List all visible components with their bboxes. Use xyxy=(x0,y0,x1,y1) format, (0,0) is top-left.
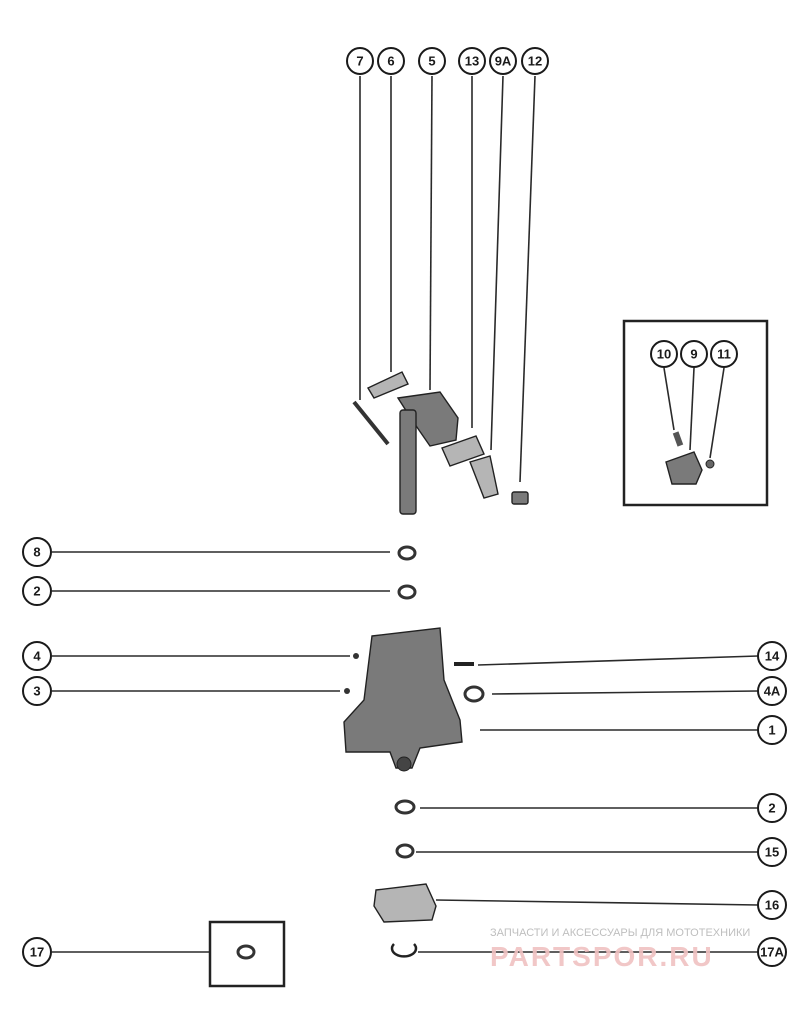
bushing-4a-part xyxy=(463,685,485,703)
snap-ring-17a-part xyxy=(390,943,418,958)
upper-washers xyxy=(52,545,417,600)
callout-14: 14 xyxy=(757,641,787,671)
callout-5: 5 xyxy=(418,47,446,75)
inset-block-part xyxy=(665,451,703,485)
svg-text:13: 13 xyxy=(465,54,479,69)
svg-text:10: 10 xyxy=(657,347,671,362)
svg-text:5: 5 xyxy=(428,54,435,69)
svg-text:3: 3 xyxy=(33,684,40,699)
screw-3-part xyxy=(344,688,350,694)
bracket-plate-part xyxy=(441,435,485,467)
screw-4-part xyxy=(353,653,359,659)
svg-text:4A: 4A xyxy=(764,684,781,699)
pin-14-part xyxy=(454,662,474,666)
top-leader-lines xyxy=(359,75,536,483)
callout-17: 17 xyxy=(22,937,52,967)
callout-16: 16 xyxy=(757,890,787,920)
inset-nut-part xyxy=(705,459,715,469)
callout-6: 6 xyxy=(377,47,405,75)
svg-text:16: 16 xyxy=(765,898,779,913)
svg-text:15: 15 xyxy=(765,845,779,860)
callout-15: 15 xyxy=(757,837,787,867)
svg-text:7: 7 xyxy=(356,54,363,69)
bracket-9a-part xyxy=(469,455,499,499)
washer-2-lower-part xyxy=(394,799,416,815)
callout-4a: 4A xyxy=(757,676,787,706)
shaft-part xyxy=(399,409,417,515)
inset-box xyxy=(622,319,769,507)
svg-text:14: 14 xyxy=(765,649,780,664)
swivel-housing-part xyxy=(343,627,463,769)
seal-17-part xyxy=(236,944,256,960)
callout-11: 11 xyxy=(710,340,738,368)
svg-text:1: 1 xyxy=(768,723,775,738)
callout-17a: 17A xyxy=(757,937,787,967)
clamp-16-part xyxy=(373,883,437,923)
svg-text:ЗАПЧАСТИ И АКСЕССУАРЫ ДЛЯ МОТО: ЗАПЧАСТИ И АКСЕССУАРЫ ДЛЯ МОТОТЕХНИКИ xyxy=(490,927,750,939)
swivel-housing-group xyxy=(52,627,759,772)
svg-text:2: 2 xyxy=(33,584,40,599)
svg-text:11: 11 xyxy=(717,347,731,362)
watermark: ЗАПЧАСТИ И АКСЕССУАРЫ ДЛЯ МОТОТЕХНИКИ PA… xyxy=(490,927,750,972)
tiller-shaft-assembly xyxy=(352,371,529,515)
callout-9: 9 xyxy=(680,340,708,368)
svg-text:4: 4 xyxy=(33,649,41,664)
inset-pin-part xyxy=(672,431,684,447)
callout-12: 12 xyxy=(521,47,549,75)
bottom-inset-box xyxy=(52,920,286,988)
callout-10: 10 xyxy=(650,340,678,368)
callout-8: 8 xyxy=(22,537,52,567)
svg-text:17: 17 xyxy=(30,945,44,960)
callout-9a: 9A xyxy=(489,47,517,75)
svg-text:6: 6 xyxy=(387,54,394,69)
callout-7: 7 xyxy=(346,47,374,75)
svg-text:17A: 17A xyxy=(760,945,784,960)
callout-1: 1 xyxy=(757,715,787,745)
svg-text:PARTSPOR.RU: PARTSPOR.RU xyxy=(490,941,714,972)
pin-part xyxy=(352,400,390,446)
svg-text:8: 8 xyxy=(33,545,40,560)
callout-2-lower: 2 xyxy=(757,793,787,823)
callout-13: 13 xyxy=(458,47,486,75)
lower-parts xyxy=(373,799,759,958)
bolt-part xyxy=(511,491,529,505)
callout-3: 3 xyxy=(22,676,52,706)
ring-15-part xyxy=(395,843,415,859)
callout-4: 4 xyxy=(22,641,52,671)
callout-2-upper: 2 xyxy=(22,576,52,606)
washer-plate-part xyxy=(367,371,409,399)
svg-text:2: 2 xyxy=(768,801,775,816)
svg-text:9: 9 xyxy=(690,347,697,362)
svg-text:9A: 9A xyxy=(495,54,512,69)
svg-text:12: 12 xyxy=(528,54,542,69)
